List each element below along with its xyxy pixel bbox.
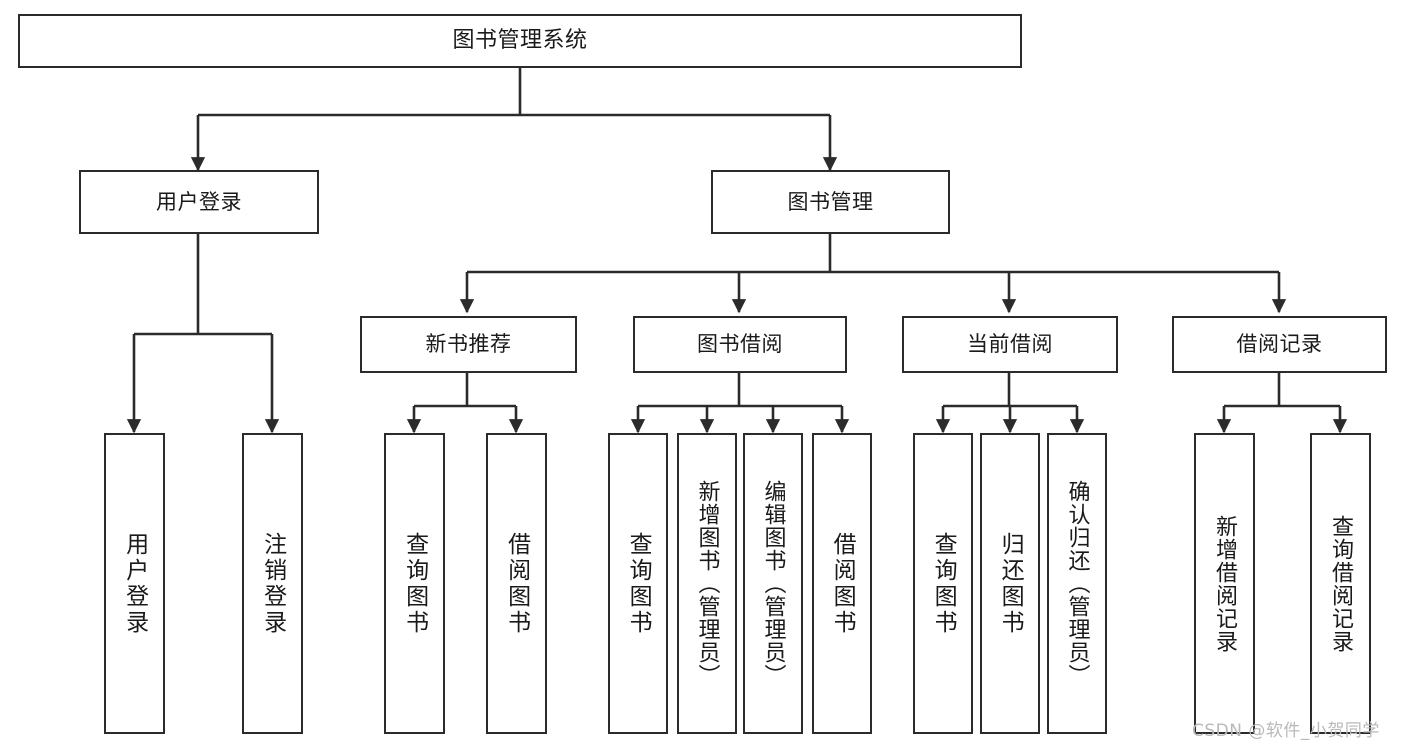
node-label: 编辑图书（管理员） xyxy=(760,480,786,687)
node-label: 查询图书 xyxy=(930,531,957,636)
watermark-text: CSDN @软件_小贺同学 xyxy=(1192,721,1380,741)
node-label: 借阅记录 xyxy=(1236,332,1323,357)
node-label: 注销登录 xyxy=(259,531,286,636)
node-label: 新书推荐 xyxy=(425,332,512,357)
leaf-user-login[interactable]: 用户登录 xyxy=(104,433,165,734)
leaf-query-borrow-record[interactable]: 查询借阅记录 xyxy=(1310,433,1371,734)
node-label: 查询图书 xyxy=(625,531,652,636)
node-root-system[interactable]: 图书管理系统 xyxy=(18,14,1022,68)
leaf-borrow-book-borrow[interactable]: 借阅图书 xyxy=(812,433,872,734)
node-borrow-record[interactable]: 借阅记录 xyxy=(1172,316,1387,373)
node-new-book-recommend[interactable]: 新书推荐 xyxy=(360,316,577,373)
leaf-add-book-admin[interactable]: 新增图书（管理员） xyxy=(677,433,737,734)
leaf-query-book-recommend[interactable]: 查询图书 xyxy=(384,433,445,734)
leaf-borrow-book-recommend[interactable]: 借阅图书 xyxy=(486,433,547,734)
node-label: 新增借阅记录 xyxy=(1212,514,1238,653)
node-label: 用户登录 xyxy=(121,531,148,636)
node-label: 确认归还（管理员） xyxy=(1064,480,1090,687)
node-label: 新增图书（管理员） xyxy=(694,480,720,687)
node-label: 图书管理系统 xyxy=(452,28,588,54)
node-label: 图书借阅 xyxy=(697,332,783,357)
leaf-confirm-return-admin[interactable]: 确认归还（管理员） xyxy=(1047,433,1107,734)
leaf-query-book-borrow[interactable]: 查询图书 xyxy=(608,433,668,734)
node-label: 借阅图书 xyxy=(503,531,530,636)
node-label: 归还图书 xyxy=(997,531,1024,636)
leaf-add-borrow-record[interactable]: 新增借阅记录 xyxy=(1194,433,1255,734)
leaf-query-book-current[interactable]: 查询图书 xyxy=(913,433,973,734)
leaf-edit-book-admin[interactable]: 编辑图书（管理员） xyxy=(743,433,803,734)
node-book-borrow[interactable]: 图书借阅 xyxy=(633,316,847,373)
node-current-borrow[interactable]: 当前借阅 xyxy=(902,316,1118,373)
node-book-manage[interactable]: 图书管理 xyxy=(711,170,950,234)
leaf-user-logout[interactable]: 注销登录 xyxy=(242,433,303,734)
node-label: 借阅图书 xyxy=(829,531,856,636)
node-label: 查询借阅记录 xyxy=(1328,514,1354,653)
node-user-login[interactable]: 用户登录 xyxy=(79,170,319,234)
node-label: 用户登录 xyxy=(156,189,242,214)
node-label: 当前借阅 xyxy=(967,332,1053,357)
node-label: 查询图书 xyxy=(401,531,428,636)
node-label: 图书管理 xyxy=(787,189,874,214)
leaf-return-book[interactable]: 归还图书 xyxy=(980,433,1040,734)
